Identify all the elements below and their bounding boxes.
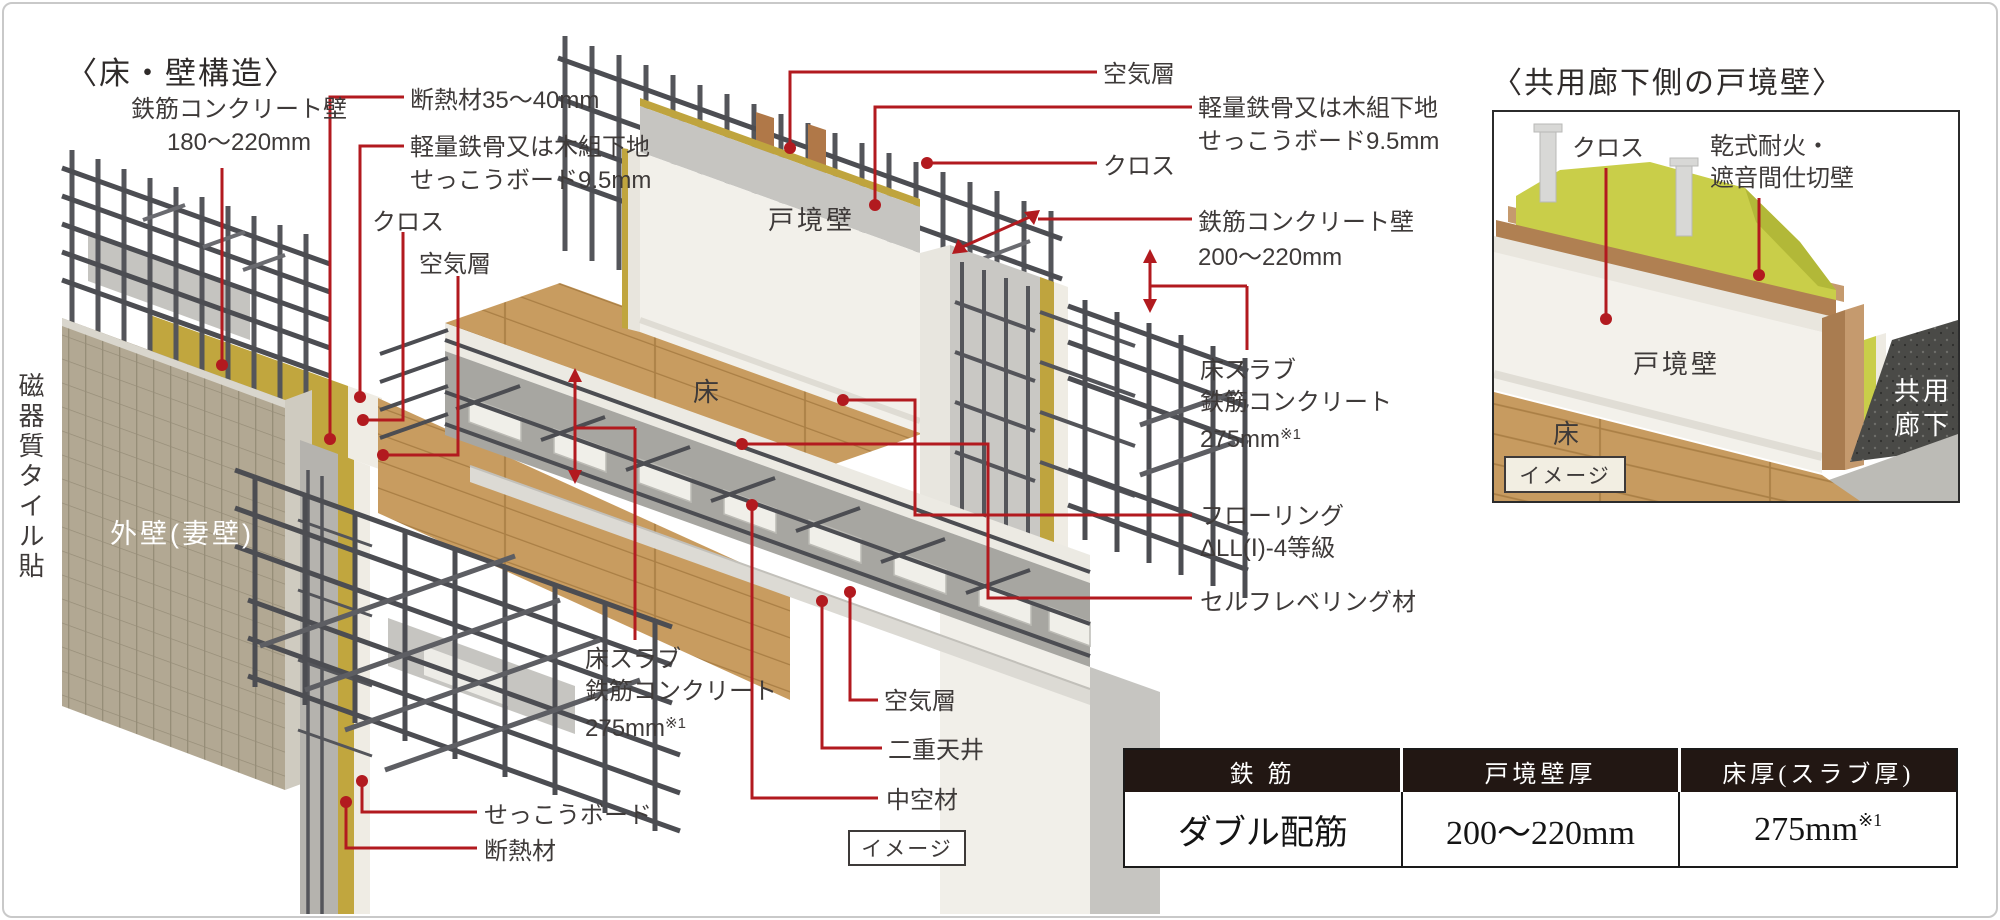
label-floor-slab-left: 床スラブ 鉄筋コンクリート 275mm※1 [585, 646, 777, 742]
panel-label-dry-partition: 乾式耐火・遮音間仕切壁 [1710, 133, 1854, 192]
leader-dots [216, 142, 1157, 808]
spec-table-value-row: ダブル配筋 200〜220mm 275mm※1 [1123, 792, 1958, 868]
label-gypsum-board: せっこうボード [484, 802, 652, 829]
spec-value-partition-thickness: 200〜220mm [1400, 792, 1681, 868]
image-tag-right: イメージ [1504, 456, 1626, 493]
label-insulation-bottom: 断熱材 [484, 838, 556, 865]
spec-header-slab-thickness: 床厚(スラブ厚) [1677, 749, 1957, 792]
panel-label-cross: クロス [1572, 135, 1644, 162]
slab-note-left: ※1 [665, 715, 686, 732]
spec-header-rebar: 鉄 筋 [1124, 749, 1402, 792]
panel-label-corridor: 共用廊下 [1894, 376, 1953, 440]
rebar-cage [234, 467, 681, 834]
image-tag-main: イメージ [848, 830, 966, 866]
label-insulation-35-40: 断熱材35〜40mm [410, 87, 600, 114]
label-lgs-gypsum-left: 軽量鉄骨又は木組下地せっこうボード9.5mm [410, 134, 652, 194]
right-panel-title: 〈共用廊下側の戸境壁〉 [1492, 67, 1844, 100]
label-floor-center: 床 [693, 377, 723, 407]
panel-label-partition-wall: 戸境壁 [1633, 349, 1721, 379]
spec-note: ※1 [1858, 809, 1883, 830]
label-tile-finish: 磁器質タイル貼 [15, 372, 45, 582]
spec-value-slab-thickness: 275mm※1 [1678, 792, 1958, 868]
label-double-ceiling: 二重天井 [888, 737, 984, 764]
label-floor-slab-right: 床スラブ 鉄筋コンクリート 275mm※1 [1200, 357, 1392, 453]
slab-note-right: ※1 [1280, 426, 1301, 443]
label-cross-right: クロス [1103, 153, 1175, 180]
spec-value-rebar: ダブル配筋 [1123, 792, 1403, 868]
main-title: 〈床・壁構造〉 [66, 56, 297, 91]
spec-table: 鉄 筋 戸境壁厚 床厚(スラブ厚) ダブル配筋 200〜220mm 275mm※… [1123, 748, 1958, 868]
leader-lines [220, 70, 1249, 850]
spec-header-partition-thickness: 戸境壁厚 [1400, 749, 1680, 792]
right-panel-frame [1492, 110, 1960, 503]
label-cross-left: クロス [372, 209, 444, 236]
corridor-panel-illustration [1494, 112, 1958, 501]
label-hollow-material: 中空材 [886, 787, 958, 814]
label-self-leveling: セルフレベリング材 [1200, 589, 1416, 616]
spec-table-header-row: 鉄 筋 戸境壁厚 床厚(スラブ厚) [1124, 749, 1957, 792]
label-air-top: 空気層 [1103, 61, 1175, 88]
label-air-left: 空気層 [419, 251, 491, 278]
exterior-wall-block [61, 150, 382, 914]
label-air-bottom: 空気層 [884, 688, 956, 715]
label-lgs-gypsum-right: 軽量鉄骨又は木組下地せっこうボード9.5mm [1198, 95, 1440, 155]
label-outer-wall: 外壁(妻壁) [110, 519, 254, 549]
panel-label-floor: 床 [1553, 419, 1583, 449]
label-partition-wall-center: 戸境壁 [768, 205, 856, 235]
